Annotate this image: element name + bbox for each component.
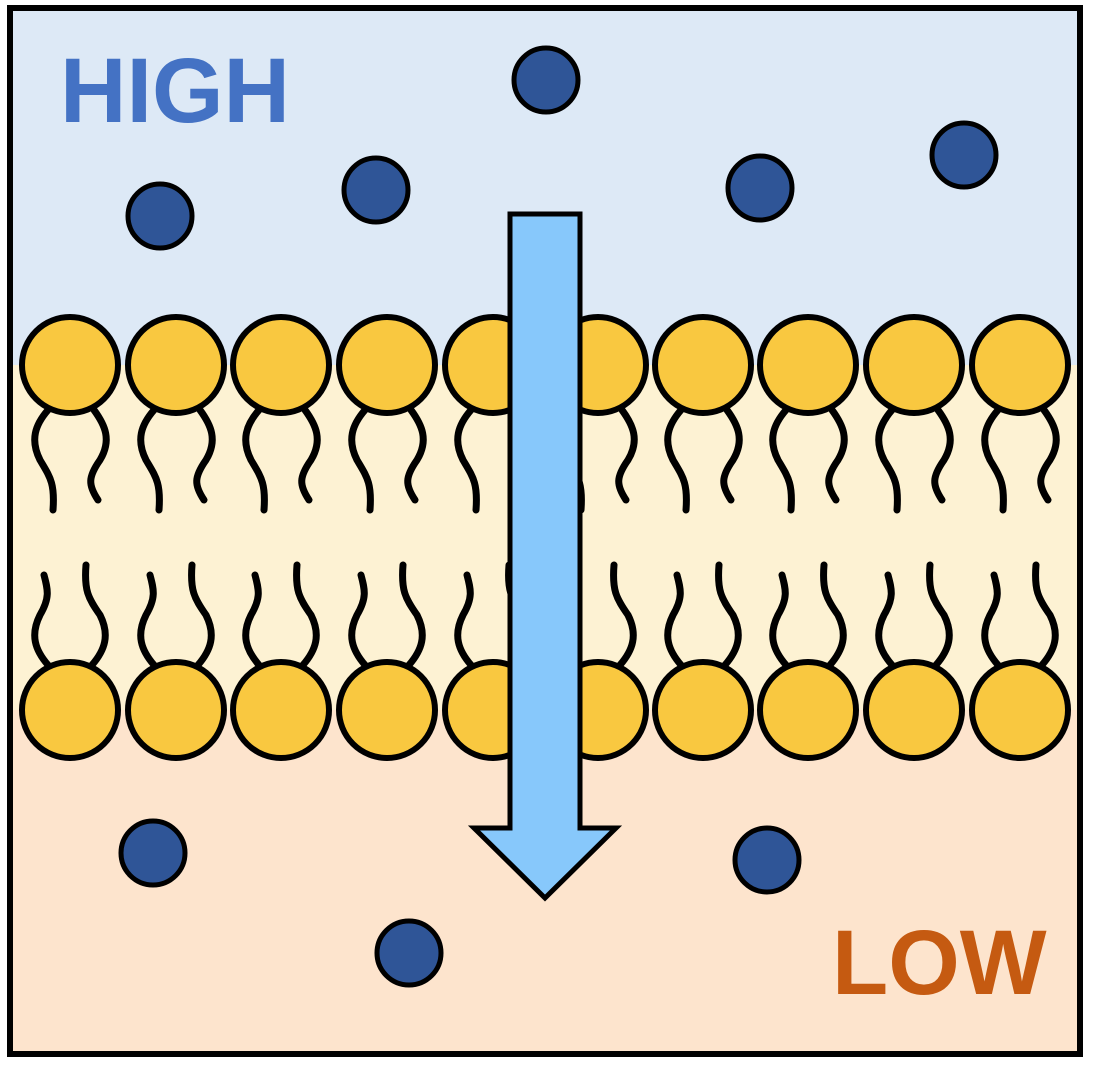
solute-particle bbox=[125, 181, 195, 251]
lipid-tail bbox=[293, 561, 320, 669]
lipid-tail bbox=[137, 571, 158, 669]
lipid-tail bbox=[720, 406, 743, 504]
lipid-tail bbox=[981, 571, 1002, 669]
solute-particles bbox=[118, 45, 999, 988]
lipid-head bbox=[336, 314, 438, 416]
lipid-tail bbox=[615, 406, 638, 504]
high-concentration-label: HIGH bbox=[60, 40, 290, 142]
lipid-head bbox=[19, 659, 121, 761]
lipid-tail bbox=[610, 561, 637, 669]
lipid-tail bbox=[348, 406, 374, 514]
lipid-tail bbox=[981, 406, 1007, 514]
diffusion-arrow-icon bbox=[467, 211, 623, 902]
lipid-head bbox=[19, 314, 121, 416]
diagram-frame bbox=[7, 5, 1083, 1057]
lipid-tail bbox=[82, 561, 109, 669]
lipid-tail bbox=[875, 571, 896, 669]
lipid-head bbox=[969, 659, 1071, 761]
lipid-tail bbox=[664, 571, 685, 669]
lipid-tail bbox=[454, 571, 475, 669]
lipid-tail bbox=[404, 406, 427, 504]
lipid-head bbox=[652, 659, 754, 761]
lipid-tail bbox=[1037, 406, 1060, 504]
lipid-head bbox=[863, 659, 965, 761]
lipid-tail bbox=[664, 406, 690, 514]
solute-particle bbox=[118, 818, 188, 888]
solute-particle bbox=[732, 825, 802, 895]
solute-particle bbox=[929, 120, 999, 190]
lipid-tail bbox=[454, 406, 480, 514]
lipid-head bbox=[757, 659, 859, 761]
lipid-tail bbox=[715, 561, 742, 669]
lipid-tail bbox=[188, 561, 215, 669]
solute-particle bbox=[725, 153, 795, 223]
lipid-tail bbox=[298, 406, 321, 504]
solute-particle bbox=[511, 45, 581, 115]
lipid-tail bbox=[137, 406, 163, 514]
lipid-tail bbox=[31, 406, 57, 514]
lipid-tail bbox=[769, 406, 795, 514]
lipid-tail bbox=[875, 406, 901, 514]
lipid-tail bbox=[820, 561, 847, 669]
solute-particle bbox=[374, 918, 444, 988]
lipid-tail bbox=[193, 406, 216, 504]
lipid-tail bbox=[399, 561, 426, 669]
lipid-head bbox=[652, 314, 754, 416]
lipid-head bbox=[230, 314, 332, 416]
lipid-head bbox=[125, 659, 227, 761]
lipid-head bbox=[863, 314, 965, 416]
lipid-tail bbox=[931, 406, 954, 504]
lipid-tail bbox=[31, 571, 52, 669]
lipid-tail bbox=[242, 406, 268, 514]
lipid-head bbox=[757, 314, 859, 416]
lipid-head bbox=[230, 659, 332, 761]
low-concentration-label: LOW bbox=[832, 912, 1047, 1014]
lipid-tail bbox=[825, 406, 848, 504]
lipid-tail bbox=[1032, 561, 1059, 669]
solute-particle bbox=[341, 155, 411, 225]
lipid-head bbox=[336, 659, 438, 761]
lipid-head bbox=[969, 314, 1071, 416]
lipid-tail bbox=[87, 406, 110, 504]
lipid-tail bbox=[348, 571, 369, 669]
lipid-tail bbox=[769, 571, 790, 669]
lipid-head bbox=[125, 314, 227, 416]
phospholipid-tails bbox=[31, 406, 1060, 669]
lipid-tail bbox=[926, 561, 953, 669]
lipid-tail bbox=[242, 571, 263, 669]
